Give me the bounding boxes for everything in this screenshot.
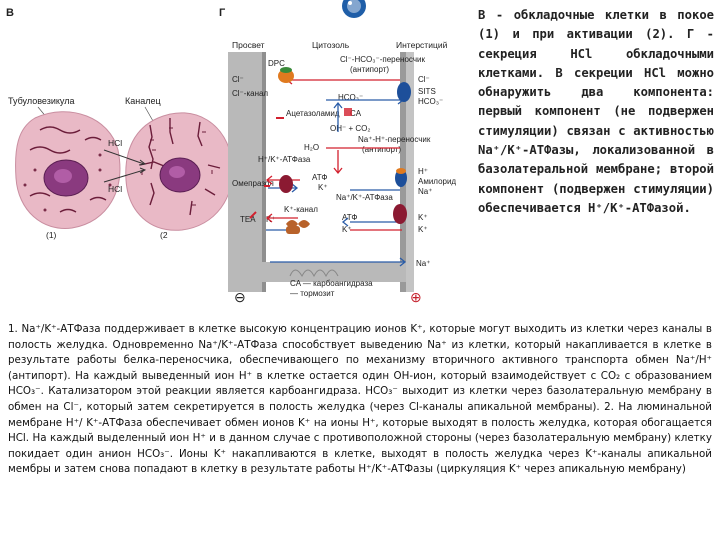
cl-lumen-label: Cl⁻ (232, 75, 244, 84)
ca-legend-1: CA — карбоангидраза (290, 279, 373, 288)
cl-interstitium-label: Cl⁻ (418, 75, 430, 84)
state-1-label: (1) (46, 230, 57, 240)
cytosol-label: Цитозоль (312, 40, 350, 50)
h2o-label: H₂O (304, 143, 319, 152)
cytosol-area (266, 52, 400, 292)
na-plus-label-1: Na⁺ (418, 187, 432, 196)
hco3-interstitium-label: HCO₃⁻ (418, 97, 443, 106)
carbonic-anhydrase-icon (344, 108, 352, 116)
body-text: 1. Na⁺/K⁺-АТФаза поддерживает в клетке в… (8, 322, 712, 538)
k-plus-label-3: K⁺ (418, 225, 428, 234)
k-plus-label-2: K⁺ (418, 213, 428, 222)
antiport-label-2: (антипорт) (362, 145, 401, 154)
panel-g-letter: Г (219, 7, 226, 19)
state-2-label: (2 (160, 230, 168, 240)
nak-atpase-icon (393, 204, 407, 224)
body-paragraph: 1. Na⁺/K⁺-АТФаза поддерживает в клетке в… (8, 322, 712, 478)
hk-atpase-icon (279, 175, 293, 193)
atp-label-1: АТФ (312, 173, 327, 182)
stimulate-symbol: ⊕ (410, 289, 422, 305)
k-plus-label-1: K⁺ (318, 183, 328, 192)
dpc-label: DPC (268, 59, 285, 68)
na-plus-label-2: Na⁺ (416, 259, 430, 268)
resting-cell (16, 112, 120, 229)
nak-atpase-label: Na⁺/K⁺-АТФаза (336, 193, 393, 202)
acetazolamide-label: Ацетазоламид (286, 109, 340, 118)
inhibit-symbol: ⊖ (234, 289, 246, 305)
panel-v-letter: В (6, 7, 14, 19)
tea-label: TEA (240, 215, 256, 224)
k-lumen-label: K⁺ (266, 215, 276, 224)
na-h-exchanger-icon (395, 168, 407, 187)
hcl-top-label: HCl (108, 138, 122, 148)
parietal-cell-figure: В Тубуловезикула Каналец (1) (2 HCl HCl … (0, 0, 470, 320)
amiloride-label: Амилорид (418, 177, 456, 186)
dpc-cl-channel-icon (278, 67, 294, 83)
cl-hco3-exchanger-label: Cl⁻-HCO₃⁻-переносчик (340, 55, 425, 64)
h-plus-label: H⁺ (418, 167, 428, 176)
cl-hco3-exchanger-icon (397, 82, 411, 102)
k-channel-label: K⁺-канал (284, 205, 318, 214)
oh-co2-label: OH⁻ + CO₂ (330, 124, 370, 133)
interstitium-label: Интерстиций (396, 40, 448, 50)
cl-channel-label: Cl⁻-канал (232, 89, 268, 98)
hcl-bottom-label: HCl (108, 184, 122, 194)
antiport-label-1: (антипорт) (350, 65, 389, 74)
lumen-label: Просвет (232, 40, 265, 50)
cell-logo-icon (342, 0, 366, 18)
ca-legend-2: — тормозит (290, 289, 335, 298)
hk-atpase-label: H⁺/K⁺-АТФаза (258, 155, 311, 164)
sits-label: SITS (418, 87, 436, 96)
na-h-exchanger-label: Na⁺-H⁺-переносчик (358, 135, 431, 144)
figure-caption: В - обкладочные клетки в покое (1) и при… (478, 6, 714, 316)
tubulovesicle-label: Тубуловезикула (8, 96, 74, 106)
canaliculus-label: Каналец (125, 96, 161, 106)
